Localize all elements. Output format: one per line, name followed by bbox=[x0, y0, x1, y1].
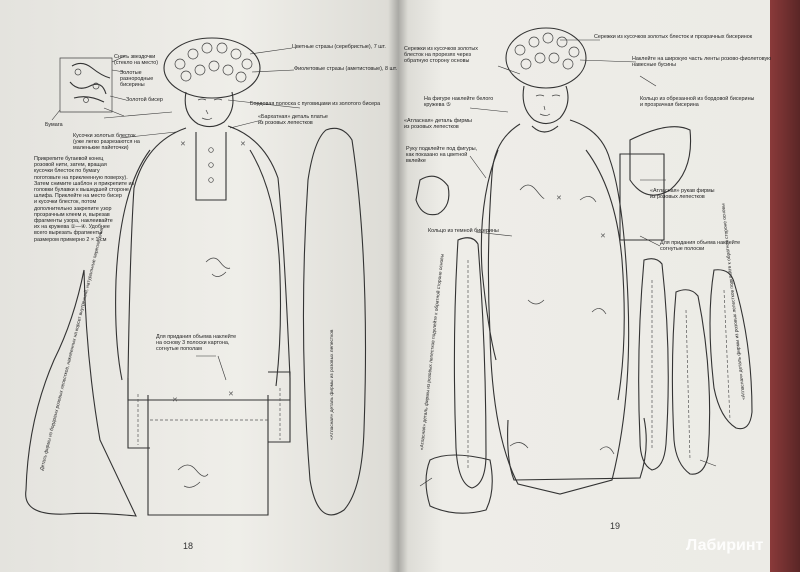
svg-text:✕: ✕ bbox=[228, 391, 234, 398]
label-paper: Бумага bbox=[45, 122, 63, 128]
svg-text:✕: ✕ bbox=[600, 233, 606, 240]
left-bottom-shape bbox=[25, 269, 137, 517]
watermark-logo: Лабиринт bbox=[686, 537, 764, 554]
left-page bbox=[0, 0, 398, 572]
svg-text:✕: ✕ bbox=[180, 141, 186, 148]
label-satin-sleeve-right: «Атласная» рукав фирмы из розовых лепест… bbox=[650, 188, 715, 201]
label-sequin-under-bead: Снять звездочки (стекло на место) bbox=[114, 54, 159, 67]
label-sequin-trim: Сережки из кусочков золотых блесток и пр… bbox=[594, 34, 753, 40]
left-leader-lines bbox=[103, 47, 301, 381]
left-sleeve-shape bbox=[302, 127, 367, 516]
left-bead-sample bbox=[51, 55, 127, 121]
label-ring: Кольцо из темной бисерины bbox=[428, 228, 499, 234]
right-page bbox=[398, 0, 770, 572]
label-gold-sequin-right: Золотые разнородные бисерины bbox=[120, 70, 154, 89]
label-burgundy-strip: Бордовая полоска с пуговицами из золотог… bbox=[250, 101, 381, 107]
label-volume-note-right: Для придания объема наклейте согнутые по… bbox=[660, 240, 741, 253]
label-mesh-lace: На фигуре наклейте белого кружева ⑤ bbox=[424, 96, 494, 109]
label-satin-detail: «Атласная» деталь фирмы из розовых лепес… bbox=[404, 118, 472, 131]
label-velvet-dress: «Бархатная» деталь платье из розовых леп… bbox=[258, 114, 328, 127]
svg-text:✕: ✕ bbox=[240, 141, 246, 148]
book-cover-edge bbox=[770, 0, 800, 572]
left-doll-figure: ✕ ✕ ✕ ✕ bbox=[115, 37, 291, 516]
page-number-left: 18 bbox=[183, 541, 194, 551]
svg-text:✕: ✕ bbox=[556, 195, 562, 202]
book-spine bbox=[388, 0, 408, 572]
svg-text:✕: ✕ bbox=[172, 397, 178, 404]
label-bead-bag: Кольцо из обрезанной из бордовой бисерин… bbox=[640, 96, 755, 109]
label-earrings: Сережки из кусочков золотых блесток на п… bbox=[404, 46, 478, 65]
label-gold-sequin-pieces: Кусочки золотых блесток (уже легко разре… bbox=[73, 133, 140, 152]
label-violet-rhinestones: Фиолетовые стразы (аметистовые), 8 шт. bbox=[294, 66, 398, 72]
right-leader-lines bbox=[419, 39, 717, 487]
right-doll-figure: ✕✕ bbox=[415, 27, 692, 514]
label-bugle-beads: Цветные стразы (серебристые), 7 шт. bbox=[292, 44, 386, 50]
label-satin-sleeve-left: «Атласная» деталь фирмы из розовых лепес… bbox=[330, 329, 335, 441]
label-ribbon-tie: Наклейте на широкую часть ленты розово-ф… bbox=[632, 56, 772, 69]
label-arm-note: Руку подклейте под фигуры, как показано … bbox=[406, 146, 478, 165]
label-gold-bead: Золотой бисер bbox=[126, 97, 163, 103]
right-strips bbox=[453, 237, 753, 489]
instruction-text: Прикрепите бугаевой конец розовой нити, … bbox=[34, 156, 135, 243]
page-number-right: 19 bbox=[610, 521, 621, 531]
label-volume-note-left: Для придания объема наклейте на основу 3… bbox=[156, 334, 237, 353]
